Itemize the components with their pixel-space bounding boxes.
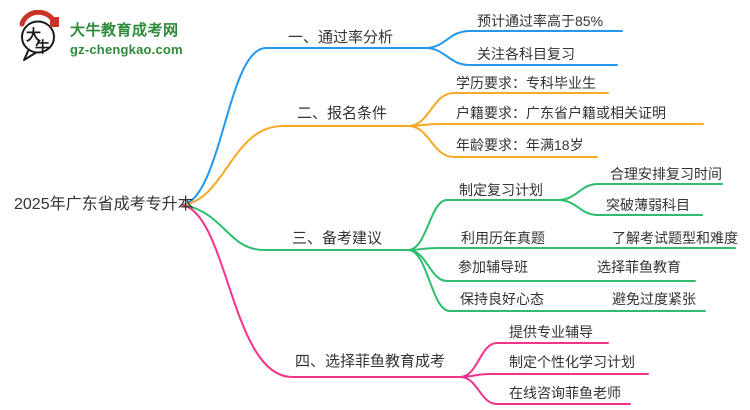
branch3-child1-connector [407, 199, 559, 251]
red-arc-shape [19, 10, 56, 27]
mindmap-node: 避免过度紧张 [612, 291, 696, 307]
branch3-child4-connector [407, 249, 706, 312]
branch3-grandchild2-connector [557, 199, 703, 216]
bubble-char-1: 大 [26, 26, 41, 44]
mindmap-node: 了解考试题型和难度 [612, 230, 738, 246]
mindmap-node: 合理安排复习时间 [610, 166, 722, 182]
branch3-child2-connector [407, 247, 736, 251]
branch-preparation-node: 三、备考建议 [292, 230, 383, 247]
logo-text-block: 大牛教育成考网 gz-chengkao.com [70, 10, 183, 57]
mindmap-node: 保持良好心态 [460, 291, 544, 307]
brand-name: 大牛教育成考网 [70, 22, 179, 39]
mindmap-node: 制定复习计划 [459, 182, 543, 198]
seal-stamp-icon [50, 17, 59, 27]
root-node: 2025年广东省成考专升本 [14, 196, 194, 213]
branch1-child2-connector [424, 47, 618, 66]
bubble-char-2: 牛 [35, 38, 50, 56]
branch-pass-rate-node: 一、通过率分析 [288, 29, 394, 46]
branch2-child2-connector [407, 123, 704, 127]
branch3-main-connector [182, 204, 409, 251]
branch1-main-connector [182, 47, 426, 206]
branch3-grandchild1-connector [557, 183, 723, 201]
branch2-child3-connector [407, 125, 598, 158]
branch4-child3-connector [459, 376, 631, 405]
branch-feiyu-node: 四、选择菲鱼教育成考 [295, 353, 446, 370]
mindmap-node: 学历要求：专科毕业生 [456, 75, 596, 91]
site-logo: 大 牛 大牛教育成考网 gz-chengkao.com [16, 10, 183, 62]
mindmap-node: 制定个性化学习计划 [509, 354, 635, 370]
branch4-main-connector [182, 204, 461, 378]
logo-bubble-icon: 大 牛 [19, 10, 59, 61]
mindmap-node: 选择菲鱼教育 [597, 259, 681, 275]
mindmap-node: 参加辅导班 [458, 259, 528, 275]
mindmap-node: 在线咨询菲鱼老师 [509, 385, 621, 401]
brand-domain: gz-chengkao.com [70, 42, 183, 57]
mindmap-node: 利用历年真题 [461, 230, 545, 246]
branch-requirements-node: 二、报名条件 [297, 105, 388, 122]
bubble-shape [21, 20, 55, 54]
mindmap-node: 预计通过率高于85% [477, 13, 604, 29]
mindmap-node: 年龄要求：年满18岁 [456, 137, 584, 153]
branch1-child1-connector [424, 30, 623, 49]
mindmap-node: 提供专业辅导 [509, 324, 593, 340]
mindmap-node: 关注各科目复习 [477, 46, 575, 62]
mindmap-node: 户籍要求：广东省户籍或相关证明 [456, 105, 666, 121]
mindmap-node: 突破薄弱科目 [606, 197, 690, 213]
branch4-child2-connector [459, 373, 649, 378]
branch2-main-connector [182, 125, 409, 206]
